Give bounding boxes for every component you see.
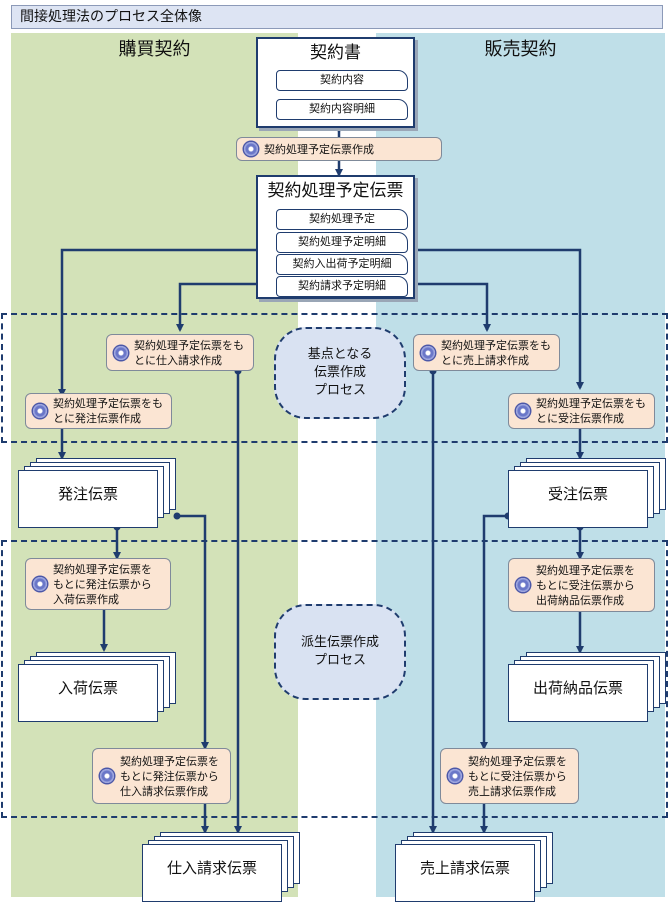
purchase-order-from-plan-process: 契約処理予定伝票をも とに発注伝票作成 — [25, 393, 172, 429]
gear-icon — [33, 577, 47, 591]
base-process-region — [1, 313, 668, 443]
shipping-from-so-process: 契約処理予定伝票を もとに受注伝票から 出荷納品伝票作成 — [508, 558, 655, 612]
connector-plan-to-po-process — [58, 248, 274, 397]
connector-plan-to-pi-process — [176, 282, 274, 332]
connector-plan-to-so-process — [408, 248, 584, 390]
gear-icon — [516, 404, 530, 418]
sales-invoice-from-so-process: 契約処理予定伝票を もとに受注伝票から 売上請求伝票作成 — [440, 748, 579, 804]
base-process-cloud: 基点となる 伝票作成 プロセス — [274, 327, 406, 419]
create-plan-process: 契約処理予定伝票作成 — [236, 137, 442, 161]
purchase-invoice-from-po-process: 契約処理予定伝票を もとに発注伝票から 仕入請求伝票作成 — [92, 748, 231, 804]
contract-document: 契約書 契約内容 契約内容明細 — [256, 37, 415, 128]
purchase-contract-lane-title: 購買契約 — [118, 39, 191, 60]
connector-plan-to-si-process — [408, 282, 491, 332]
sales-order-from-plan-process: 契約処理予定伝票をも とに受注伝票作成 — [508, 393, 655, 429]
purchase-invoice-from-plan-process: 契約処理予定伝票をも とに仕入請求作成 — [106, 334, 254, 371]
contract-item: 契約内容明細 — [276, 99, 408, 120]
gear-icon — [421, 345, 435, 360]
sales-order-slip: 受注伝票 — [508, 458, 666, 528]
plan-slip-item: 契約入出荷予定明細 — [276, 254, 408, 275]
receiving-slip: 入荷伝票 — [18, 652, 176, 722]
derived-process-cloud: 派生伝票作成 プロセス — [274, 604, 406, 700]
plan-slip-item: 契約請求予定明細 — [276, 276, 408, 297]
gear-icon — [448, 769, 462, 783]
contract-title: 契約書 — [310, 43, 361, 63]
gear-icon — [114, 345, 128, 360]
purchase-invoice-slip: 仕入請求伝票 — [142, 832, 300, 902]
plan-slip-item: 契約処理予定明細 — [276, 232, 408, 253]
connector-so-to-si-process — [480, 514, 508, 750]
sales-invoice-from-plan-process: 契約処理予定伝票をも とに売上請求作成 — [413, 334, 560, 371]
purchase-order-slip: 発注伝票 — [18, 458, 176, 528]
derived-process-region — [1, 540, 668, 818]
gear-icon — [244, 142, 258, 156]
sales-contract-lane-title: 販売契約 — [484, 39, 557, 60]
plan-slip-document: 契約処理予定伝票 契約処理予定 契約処理予定明細 契約入出荷予定明細 契約請求予… — [256, 175, 415, 299]
connector-po-to-pi-process — [177, 514, 209, 750]
gear-icon — [100, 769, 114, 783]
sales-invoice-slip: 売上請求伝票 — [395, 832, 553, 902]
contract-item: 契約内容 — [276, 70, 408, 91]
gear-icon — [516, 578, 530, 592]
receiving-from-po-process: 契約処理予定伝票を もとに発注伝票から 入荷伝票作成 — [25, 558, 171, 610]
plan-slip-title: 契約処理予定伝票 — [267, 181, 404, 201]
gear-icon — [33, 404, 47, 418]
shipping-slip: 出荷納品伝票 — [508, 652, 666, 722]
plan-slip-item: 契約処理予定 — [276, 209, 408, 230]
page-title: 間接処理法のプロセス全体像 — [11, 5, 663, 29]
